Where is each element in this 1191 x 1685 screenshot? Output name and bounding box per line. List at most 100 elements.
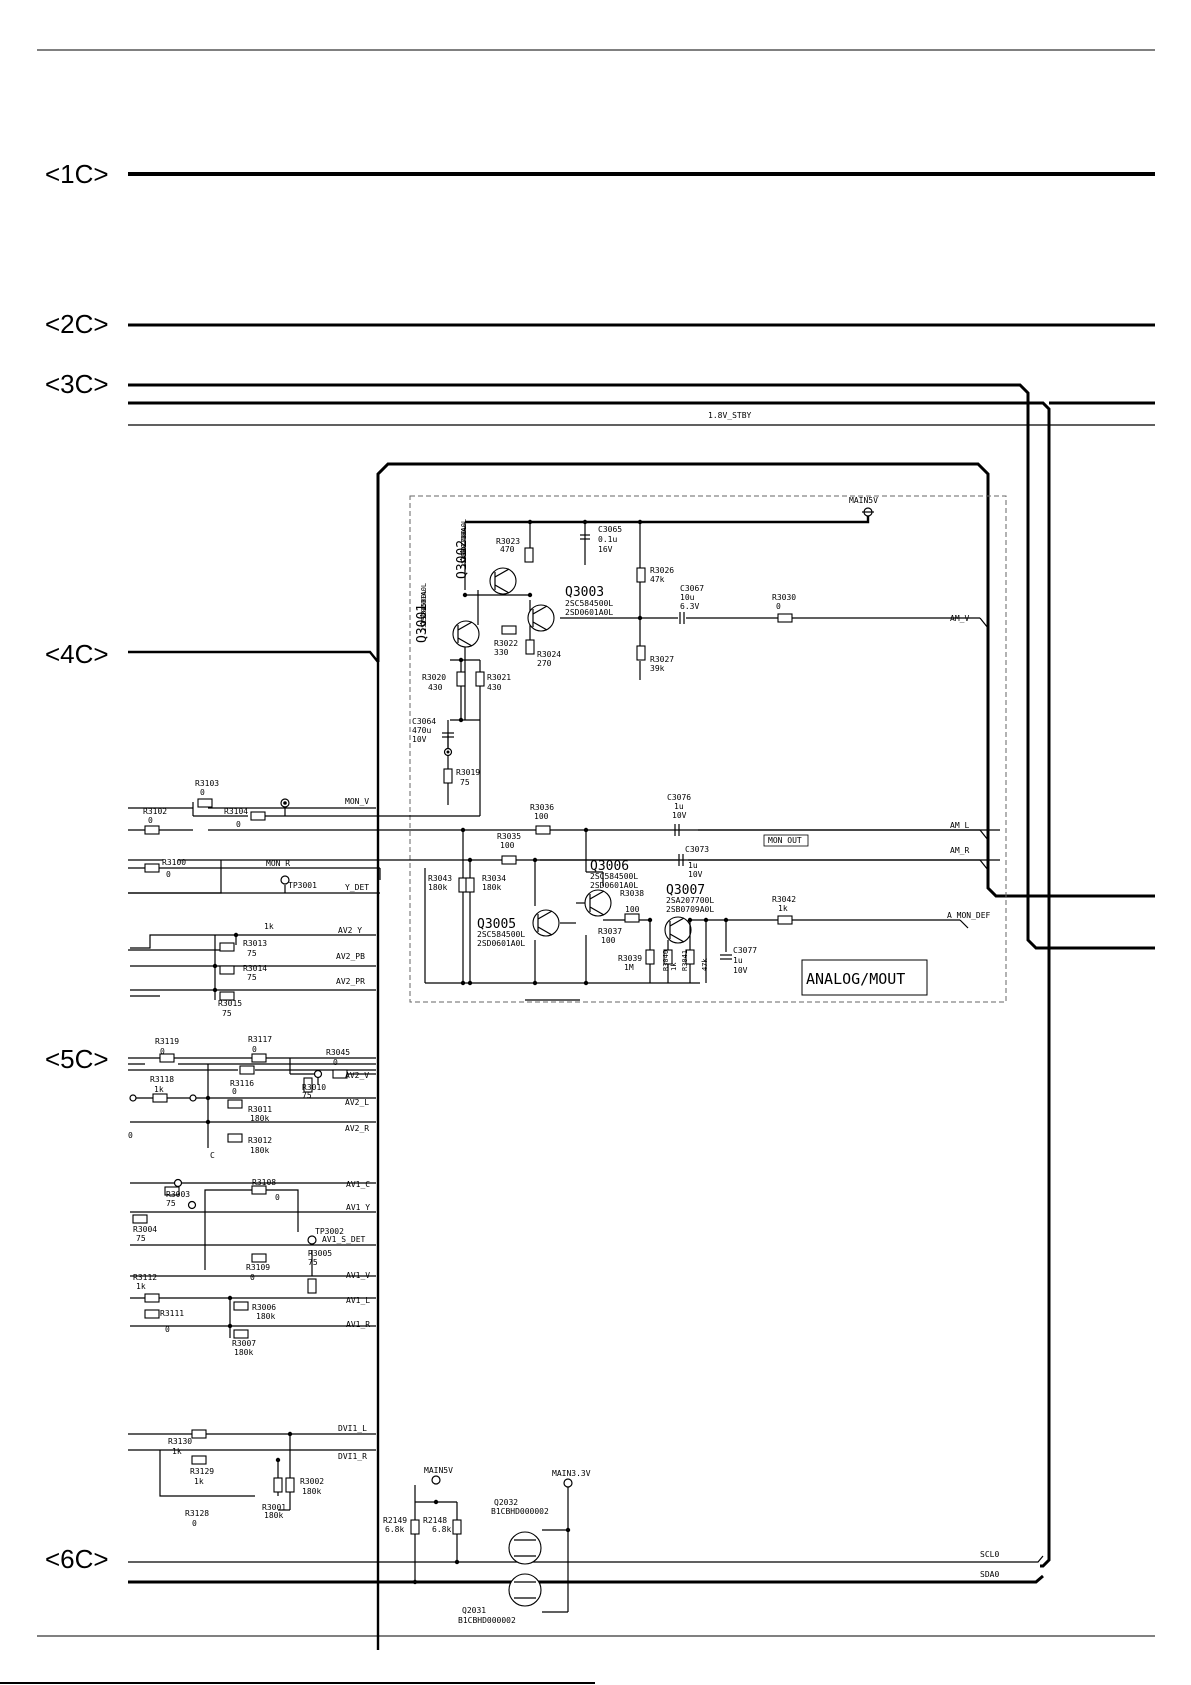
connector-5c: <5C>	[45, 1044, 109, 1074]
label-c-av2: C	[210, 1151, 215, 1160]
resistor-r2149	[410, 1519, 420, 1535]
q3003-part1: 2SC584500L	[565, 599, 613, 608]
r3104-ref: R3104	[224, 807, 248, 816]
av1-wiring	[130, 1182, 376, 1338]
transistor-q3007-symbol	[664, 916, 692, 944]
signal-a-mon-def: A_MON_DEF	[947, 911, 991, 920]
resistor-r3027	[636, 645, 646, 661]
r3117-ref: R3117	[248, 1035, 272, 1044]
node-av1-c	[173, 1178, 183, 1188]
r3015-ref: R3015	[218, 999, 242, 1008]
connector-1c: <1C>	[45, 159, 109, 189]
main5v-label-low: MAIN5V	[424, 1466, 453, 1475]
resistor-r3117	[251, 1053, 267, 1063]
r3019-ref: R3019	[456, 768, 480, 777]
fet-q2032-symbol	[508, 1531, 542, 1565]
r3004-ref: R3004	[133, 1225, 157, 1234]
r3024-val: 270	[537, 659, 552, 668]
transistor-q3003-symbol	[527, 604, 555, 632]
r3111-val: 0	[165, 1325, 170, 1334]
resistor-r3109	[251, 1253, 267, 1263]
resistor-r3001	[273, 1477, 283, 1493]
q3003-part2: 2SD0601A0L	[565, 608, 613, 617]
r3026-ref: R3026	[650, 566, 674, 575]
r3036-val: 100	[534, 812, 549, 821]
resistor-r3020	[456, 671, 466, 687]
r3037-ref: R3037	[598, 927, 622, 936]
resistor-r3036	[535, 825, 551, 835]
resistor-r3026	[636, 567, 646, 583]
r3116-ref: R3116	[230, 1079, 254, 1088]
r3030-ref: R3030	[772, 593, 796, 602]
signal-dvi1-l: DVI1_L	[338, 1424, 367, 1433]
r3118-ref: R3118	[150, 1075, 174, 1084]
r2149-ref: R2149	[383, 1516, 407, 1525]
c3077-ref: C3077	[733, 946, 757, 955]
r3002-ref: R3002	[300, 1477, 324, 1486]
c3067-ref: C3067	[680, 584, 704, 593]
q3005-part1: 2SC584500L	[477, 930, 525, 939]
fet-q2031-symbol	[508, 1573, 542, 1607]
capacitor-c3073	[678, 854, 684, 866]
r3026-val: 47k	[650, 575, 665, 584]
q3002-ref: Q3002	[455, 540, 470, 579]
signal-av1-s-det: AV1_S_DET	[322, 1235, 366, 1244]
r3013-ref: R3013	[243, 939, 267, 948]
resistor-r3118	[152, 1093, 168, 1103]
r3045-val: 0	[333, 1058, 338, 1067]
resistor-r3010	[303, 1077, 313, 1093]
signal-mon-out: MON OUT	[768, 836, 802, 845]
signal-av2-pb: AV2_PB	[336, 952, 365, 961]
resistor-r3103	[197, 798, 213, 808]
r3041-ref: R3041	[681, 950, 689, 971]
r3007-val: 180k	[234, 1348, 253, 1357]
r3039-ref: R3039	[618, 954, 642, 963]
r3108-val: 0	[275, 1193, 280, 1202]
testpoint-tp3001	[280, 875, 290, 885]
r3109-ref: R3109	[246, 1263, 270, 1272]
connector-4c: <4C>	[45, 639, 109, 669]
resistor-r3112	[144, 1293, 160, 1303]
capacitor-c3065	[580, 534, 590, 540]
resistor-r3119	[159, 1053, 175, 1063]
r3004-val: 75	[136, 1234, 146, 1243]
label-zero-av2: 0	[128, 1131, 133, 1140]
c3076-ref: C3076	[667, 793, 691, 802]
signal-scl0: SCL0	[980, 1550, 999, 1559]
r3001-ref: R3001	[262, 1503, 286, 1512]
r3012-ref: R3012	[248, 1136, 272, 1145]
r3011-val: 180k	[250, 1114, 269, 1123]
q2031-ref: Q2031	[462, 1606, 486, 1615]
resistor-r3129	[191, 1455, 207, 1465]
resistor-r3034	[465, 877, 475, 893]
r3041-val: 47k	[701, 958, 709, 971]
r3042-val: 1k	[778, 904, 788, 913]
c3073-ref: C3073	[685, 845, 709, 854]
r3035-ref: R3035	[497, 832, 521, 841]
r3112-val: 1k	[136, 1282, 146, 1291]
resistor-r3011	[227, 1099, 243, 1109]
resistor-r2148	[452, 1519, 462, 1535]
r3027-val: 39k	[650, 664, 665, 673]
q3003-ref: Q3003	[565, 585, 604, 600]
resistor-r3002	[285, 1477, 295, 1493]
signal-mon-r: MON_R	[266, 859, 290, 868]
q3001-ref: Q3001	[415, 604, 430, 643]
transistor-q3005-symbol	[532, 909, 560, 937]
c3067-volt: 6.3V	[680, 602, 699, 611]
r3119-ref: R3119	[155, 1037, 179, 1046]
r3043-val: 180k	[428, 883, 447, 892]
q3007-part1: 2SA207700L	[666, 896, 714, 905]
r2149-val: 6.8k	[385, 1525, 404, 1534]
r3112-ref: R3112	[133, 1273, 157, 1282]
analog-mout-block	[409, 495, 1007, 1003]
r3022-val: 330	[494, 648, 509, 657]
r3038-val: 100	[625, 905, 640, 914]
r3010-val: 75	[302, 1091, 312, 1100]
connector-6c: <6C>	[45, 1544, 109, 1574]
r3010-ref: R3010	[302, 1083, 326, 1092]
q2032-ref: Q2032	[494, 1498, 518, 1507]
c3067-val: 10u	[680, 593, 695, 602]
c3065-ref: C3065	[598, 525, 622, 534]
q2032-part: B1CBHD000002	[491, 1507, 549, 1516]
